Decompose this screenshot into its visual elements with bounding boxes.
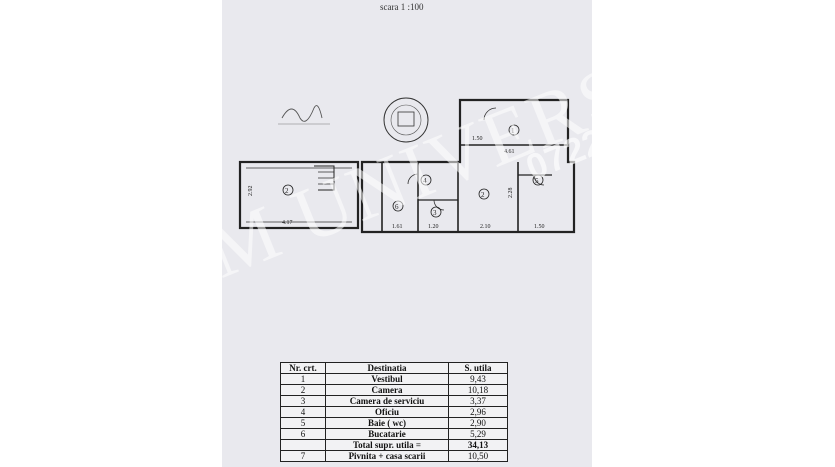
table-row: 1 Vestibul 9,43 xyxy=(280,373,508,385)
table-header: Nr. crt. xyxy=(280,362,326,374)
table-header-row: Nr. crt. Destinatia S. utila xyxy=(280,362,508,374)
room-number-label: 1 xyxy=(511,127,515,135)
table-row: 7 Pivnita + casa scarii 10,50 xyxy=(280,450,508,462)
dimension-label: 1.61 xyxy=(392,224,403,230)
dimension-label: 2.28 xyxy=(508,188,514,199)
authority-stamp xyxy=(383,97,429,143)
floor-plan-drawing: 2 4.17 2.92 1 2 3 4 5 6 1.61 1.20 2.10 1… xyxy=(238,97,576,234)
room-outline xyxy=(238,160,360,230)
table-row: 3 Camera de serviciu 3,37 xyxy=(280,395,508,407)
table-row: 4 Oficiu 2,96 xyxy=(280,406,508,418)
scale-label: scara 1 :100 xyxy=(380,2,424,12)
dimension-label: 2.92 xyxy=(248,186,254,197)
dimension-label: 4.17 xyxy=(282,220,293,226)
dimension-label: 4.61 xyxy=(504,149,515,155)
dimension-label: 1.20 xyxy=(428,224,439,230)
signature xyxy=(278,105,330,125)
room-number-label: 5 xyxy=(535,177,539,185)
table-row: 6 Bucatarie 5,29 xyxy=(280,428,508,440)
table-header: Destinatia xyxy=(325,362,449,374)
room-number-label: 2 xyxy=(481,191,485,199)
room-number-label: 2 xyxy=(285,187,289,195)
table-header: S. utila xyxy=(448,362,508,374)
apartment-outline xyxy=(360,98,576,234)
room-number-label: 4 xyxy=(423,177,427,185)
area-table: Nr. crt. Destinatia S. utila 1 Vestibul … xyxy=(280,362,508,462)
dimension-label: 1.50 xyxy=(472,136,483,142)
dimension-label: 2.10 xyxy=(480,224,491,230)
table-row: 2 Camera 10,18 xyxy=(280,384,508,396)
room-number-label: 6 xyxy=(395,203,399,211)
room-number-label: 3 xyxy=(433,209,437,217)
table-total-row: Total supr. utila = 34,13 xyxy=(280,439,508,451)
dimension-label: 1.50 xyxy=(534,224,545,230)
table-row: 5 Baie ( wc) 2,90 xyxy=(280,417,508,429)
